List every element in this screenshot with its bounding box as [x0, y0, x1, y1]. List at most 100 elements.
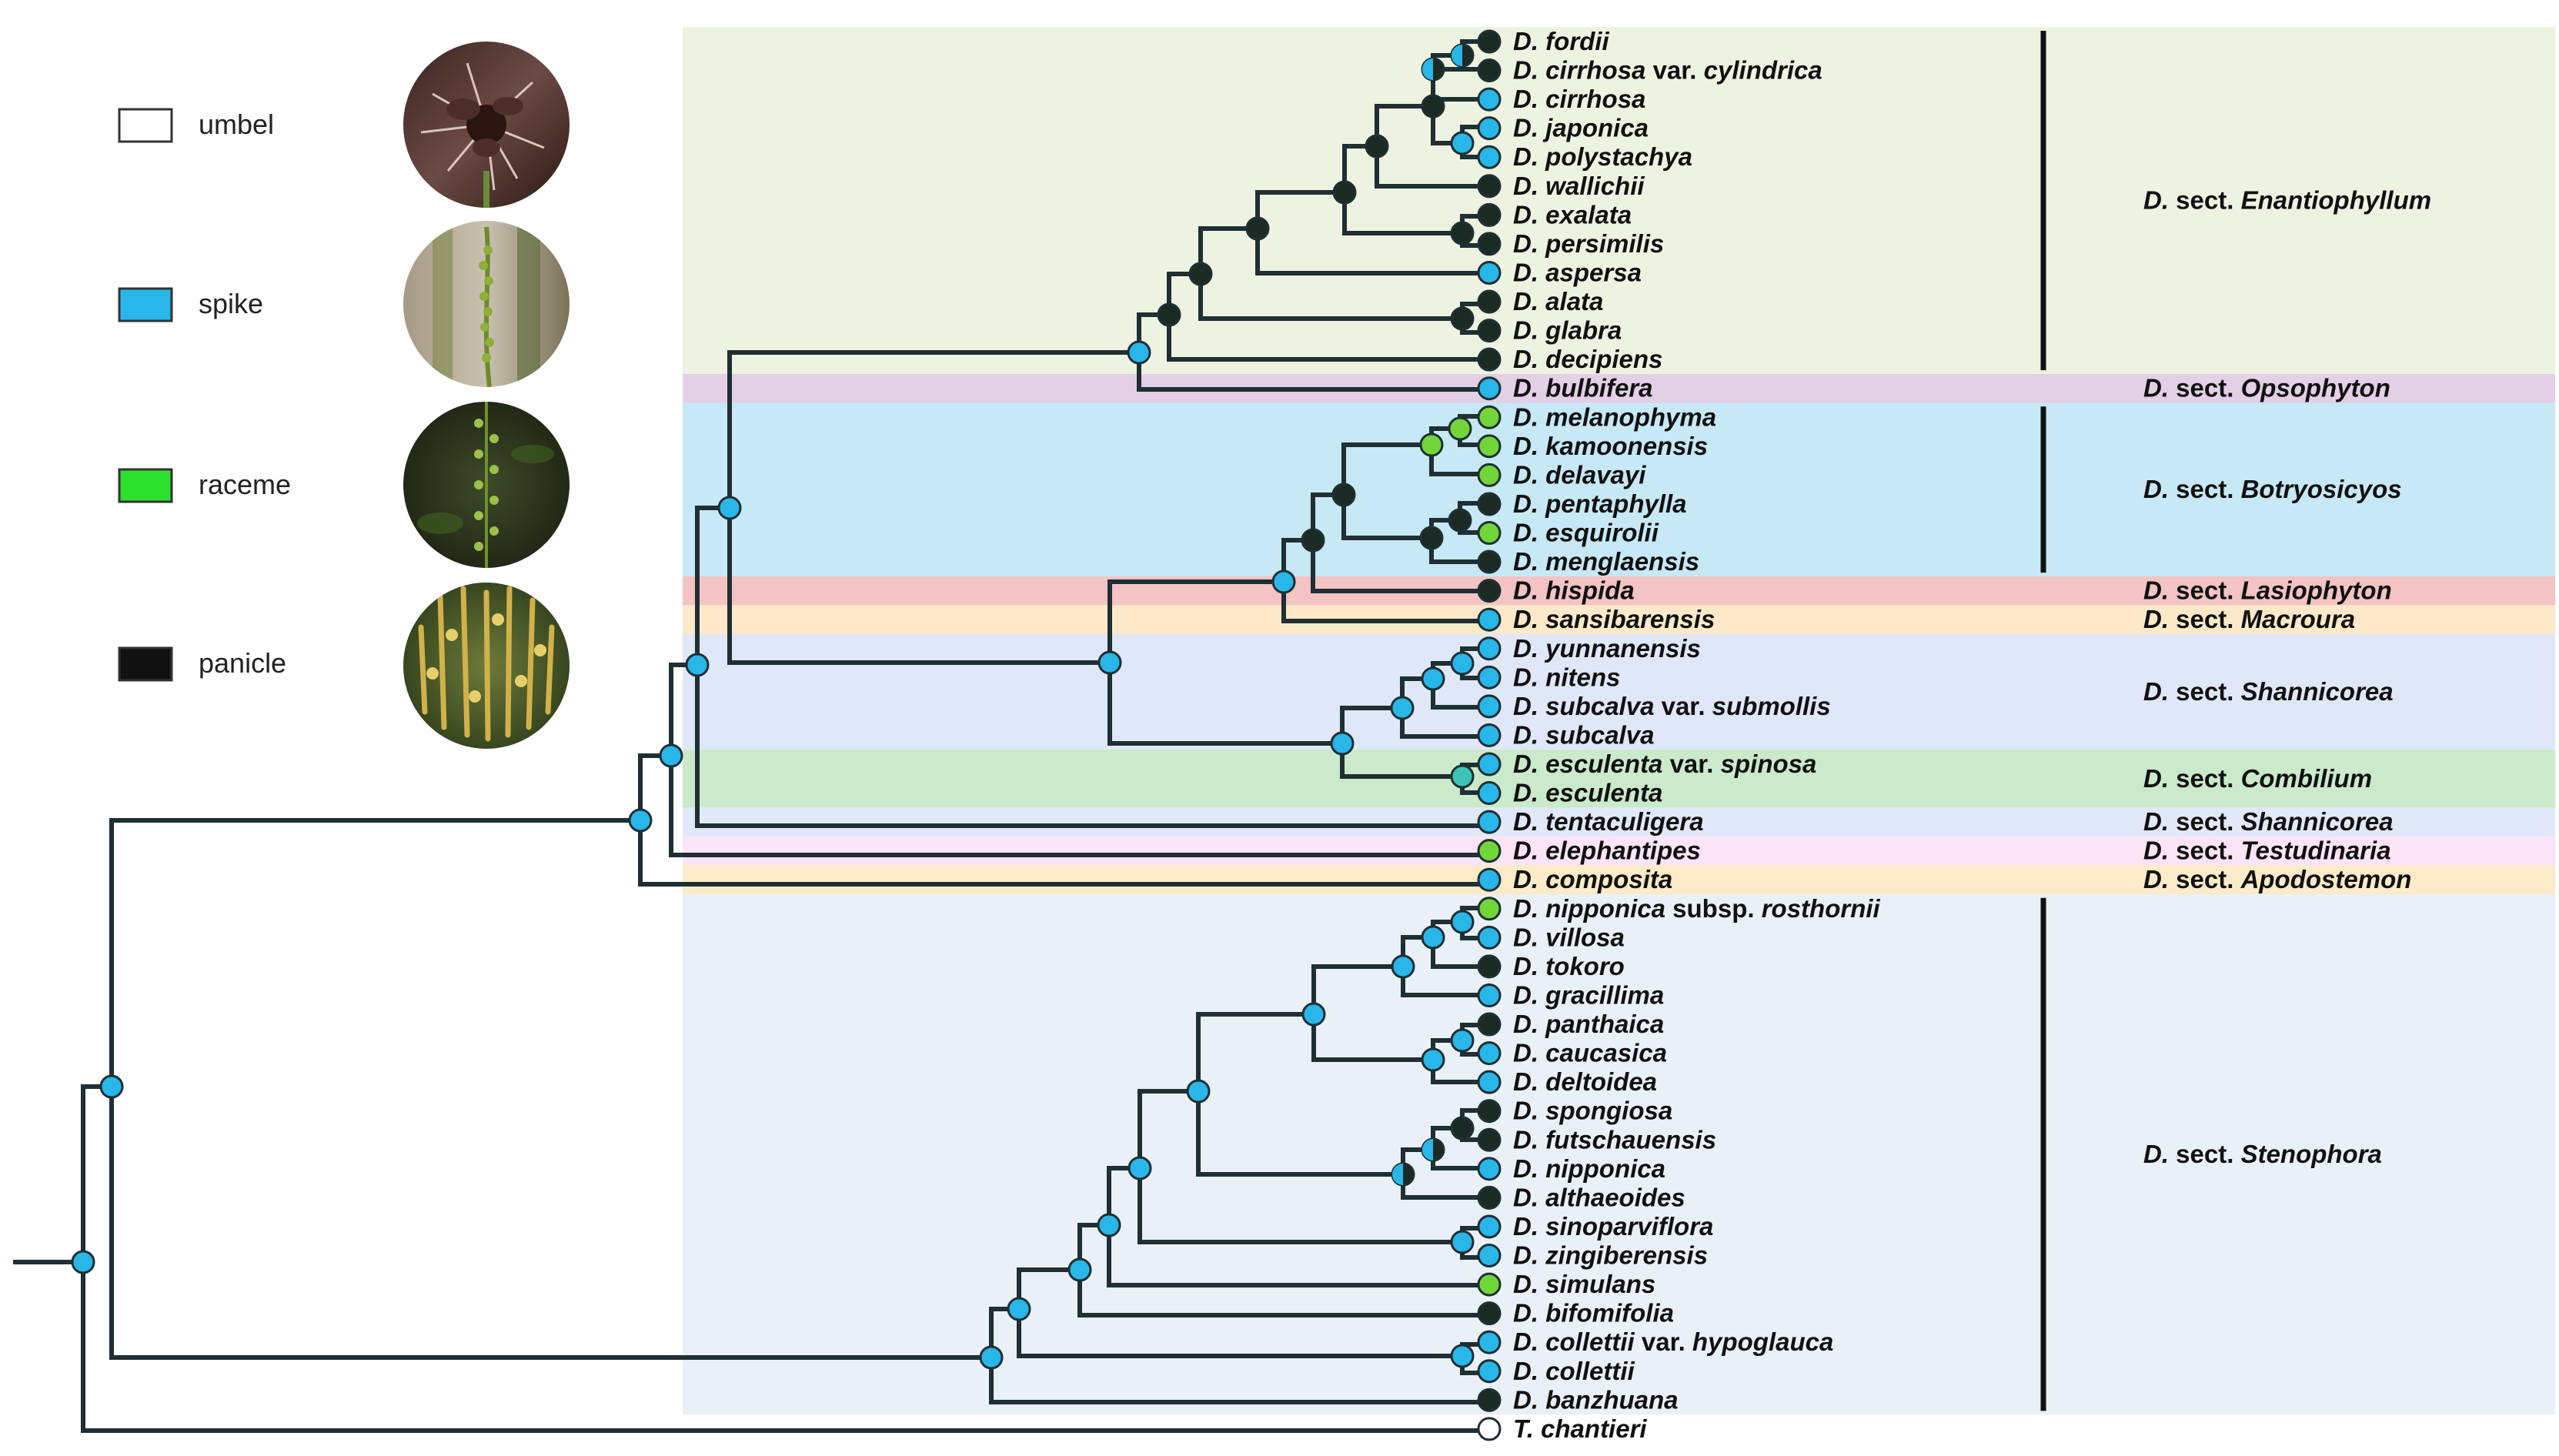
taxon-label-d-bulbifera: D. bulbifera [1513, 374, 1653, 402]
section-label-d-sect-enantiophyllum: D. sect. Enantiophyllum [2143, 186, 2431, 215]
taxon-name-part: D. villosa [1513, 923, 1625, 951]
taxon-name-part: D. gracillima [1513, 980, 1664, 1009]
node-panicle [1332, 180, 1357, 205]
node-panicle [1450, 306, 1475, 331]
branch-simulans [1107, 1223, 1492, 1287]
node-spike [1450, 651, 1475, 676]
tip-marker-spike [1477, 1359, 1502, 1384]
node-panicle [1188, 262, 1213, 286]
branch-decipiens [1167, 312, 1492, 362]
taxon-label-d-cirrhosa: D. cirrhosa [1513, 85, 1645, 113]
section-name: Lasiophyton [2241, 576, 2392, 605]
legend-swatch-umbel [118, 108, 173, 143]
section-band-d-sect-testudinaria [683, 836, 2555, 866]
legend-label: panicle [199, 647, 286, 679]
node-spike [1450, 764, 1475, 789]
section-name: Shannicorea [2241, 807, 2394, 836]
taxon-name-part: hypoglauca [1685, 1327, 1834, 1356]
section-rank: sect. [2169, 764, 2241, 793]
taxon-name-part: D. cirrhosa [1513, 56, 1653, 85]
section-rank: sect. [2169, 186, 2241, 215]
node-spike [1271, 569, 1296, 594]
branch-alata-glabra [1198, 272, 1465, 321]
taxon-label-d-sinoparviflora: D. sinoparviflora [1513, 1212, 1713, 1241]
node-spike [1097, 1213, 1121, 1237]
tip-marker-spike [1477, 752, 1502, 776]
tip-marker-panicle [1477, 579, 1502, 603]
tip-marker-raceme [1477, 434, 1502, 459]
section-band-d-sect-botryosicyos [683, 402, 2555, 576]
section-label-d-sect-botryosicyos: D. sect. Botryosicyos [2143, 475, 2402, 503]
tip-marker-umbel [1477, 1417, 1502, 1441]
branch-collettii-grp [1017, 1307, 1465, 1358]
section-genus: D. [2143, 374, 2169, 402]
branch-steno5 [1138, 1089, 1201, 1170]
tip-marker-panicle [1477, 1388, 1502, 1412]
photo-panicle [403, 583, 570, 749]
tip-marker-spike [1477, 1157, 1502, 1181]
node-spike [1391, 954, 1415, 979]
taxon-name-part: D. banzhuana [1513, 1385, 1679, 1414]
section-band-d-sect-shannicorea [683, 633, 2555, 750]
tip-marker-raceme [1477, 405, 1502, 429]
taxon-name-part: D. subcalva [1513, 692, 1662, 720]
taxon-name-part: D. nitens [1513, 663, 1620, 691]
node-spike [1450, 910, 1475, 934]
taxon-label-d-tentaculigera: D. tentaculigera [1513, 807, 1704, 836]
taxon-label-t-chantieri: T. chantieri [1513, 1414, 1647, 1443]
taxon-label-d-esculenta: D. esculenta [1513, 779, 1662, 807]
taxon-label-d-futschauensis: D. futschauensis [1513, 1125, 1716, 1154]
branch-clade-b-stem [727, 506, 1112, 665]
taxon-label-d-caucasica: D. caucasica [1513, 1039, 1667, 1067]
branch-clade-b1 [1107, 579, 1286, 665]
branch-aspersa [1255, 226, 1492, 276]
node-panicle [1245, 216, 1270, 241]
taxon-name-part: D. hispida [1513, 576, 1635, 605]
branch-banzhuana [989, 1355, 1492, 1404]
tip-marker-spike [1477, 260, 1502, 285]
section-rank: sect. [2169, 605, 2241, 633]
legend-item-panicle: panicle [118, 646, 286, 682]
legend-swatch-raceme [118, 468, 173, 503]
branch-steno6a [1311, 964, 1405, 1017]
section-rank: sect. [2169, 475, 2241, 503]
taxon-name-part: D. elephantipes [1513, 837, 1701, 865]
node-spike [717, 496, 742, 520]
branch-exalata-persimilis [1342, 190, 1465, 235]
taxon-name-part: D. wallichii [1513, 172, 1645, 200]
tip-marker-panicle [1477, 174, 1502, 199]
taxon-label-d-composita: D. composita [1513, 865, 1672, 893]
section-genus: D. [2143, 186, 2169, 215]
section-bands [683, 27, 2555, 1415]
taxon-name-part: D. aspersa [1513, 258, 1642, 286]
branch-hispida [1311, 538, 1492, 593]
photo-umbel [403, 42, 570, 208]
section-name: Opsophyton [2241, 374, 2390, 402]
node-spike [685, 653, 710, 677]
section-name: Testudinaria [2241, 837, 2391, 865]
branch-composita [638, 818, 1492, 887]
node-raceme [1448, 416, 1472, 441]
ancestral-state-nodes [71, 43, 1475, 1370]
branch-ingroup [81, 1084, 114, 1264]
legend-item-spike: spike [118, 287, 263, 322]
section-label-d-sect-apodostemon: D. sect. Apodostemon [2143, 865, 2411, 893]
section-label-d-sect-testudinaria: D. sect. Testudinaria [2143, 837, 2391, 865]
tip-marker-panicle [1477, 29, 1502, 54]
node-mixed-half [1422, 58, 1433, 80]
taxon-name-part: D. nipponica [1513, 894, 1672, 923]
tip-marker-panicle [1477, 1127, 1502, 1152]
tip-marker-spike [1477, 607, 1502, 632]
taxon-name-part: D. persimilis [1513, 229, 1664, 258]
node-spike [99, 1074, 124, 1099]
branch-steno6b [1311, 1012, 1435, 1062]
tip-marker-spike [1477, 1244, 1502, 1268]
taxon-name-part: D. esculenta [1513, 750, 1670, 778]
tip-marker-panicle [1477, 492, 1502, 516]
tip-marker-panicle [1477, 549, 1502, 574]
branch-steno2 [1017, 1267, 1082, 1311]
taxon-label-d-persimilis: D. persimilis [1513, 229, 1664, 258]
branch-core-stem [109, 818, 643, 1089]
taxon-name-part: D. kamoonensis [1513, 432, 1708, 460]
